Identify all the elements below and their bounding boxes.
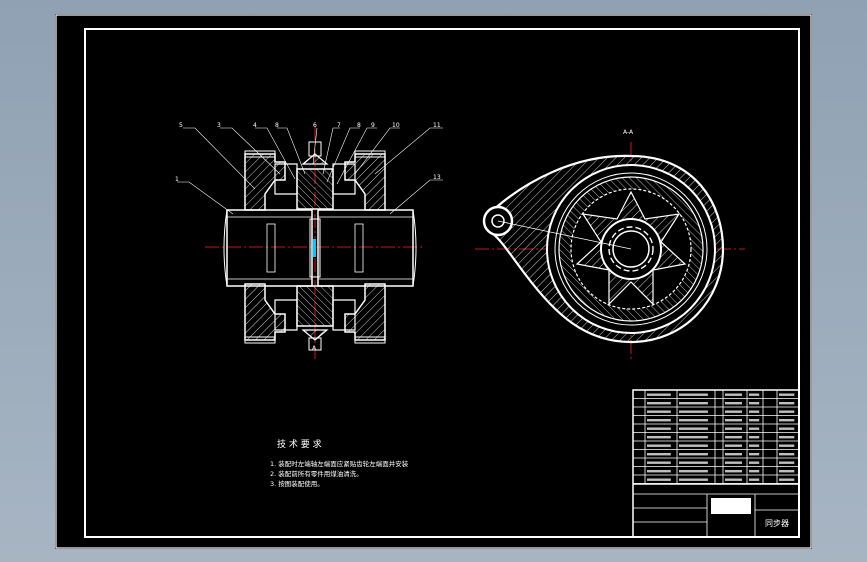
cad-drawing: 5 3 4 8 6 7 8 9 10 11 12 1 13 A A-A	[55, 14, 812, 549]
bom-cell-mark	[779, 419, 795, 422]
part-label: 5	[179, 122, 183, 129]
bom-cell-mark	[779, 478, 795, 481]
bom-cell-mark	[679, 402, 708, 405]
part-label: 1	[175, 176, 179, 183]
outer-frame	[55, 14, 812, 549]
bom-cell-mark	[679, 461, 708, 464]
bom-cell-mark	[779, 470, 795, 473]
part-label: 4	[253, 122, 257, 129]
bom-cell-mark	[725, 419, 742, 422]
bom-cell-mark	[749, 470, 760, 473]
bom-cell-mark	[679, 427, 708, 430]
bom-cell-mark	[647, 470, 671, 473]
bom-cell-mark	[749, 444, 760, 447]
bom-cell-mark	[725, 436, 742, 439]
bom-marks	[647, 393, 795, 481]
bom-cell-mark	[749, 453, 760, 456]
bom-cell-mark	[779, 453, 795, 456]
bom-cell-mark	[647, 461, 671, 464]
part-label: 9	[371, 122, 375, 129]
bom-cell-mark	[679, 470, 708, 473]
bom-cell-mark	[725, 461, 742, 464]
bom-cell-mark	[647, 478, 671, 481]
bom-cell-mark	[679, 393, 708, 396]
bom-cell-mark	[647, 402, 671, 405]
bom-cell-mark	[647, 419, 671, 422]
bom-cell-mark	[647, 453, 671, 456]
bom-cell-mark	[749, 410, 760, 413]
tech-note: 1. 装配时左端轴左端面应紧贴齿轮左端面并安装	[270, 459, 409, 468]
section-view	[177, 126, 443, 359]
tech-title: 技 术 要 求	[277, 438, 322, 450]
cad-viewport[interactable]: 5 3 4 8 6 7 8 9 10 11 12 1 13 A A-A	[55, 14, 812, 549]
bom-cell-mark	[647, 436, 671, 439]
part-label: 11	[433, 122, 441, 129]
bom-cell-mark	[749, 461, 760, 464]
bom-cell-mark	[725, 393, 742, 396]
bom-cell-mark	[779, 427, 795, 430]
part-label: 13	[433, 174, 441, 181]
part-label: 10	[392, 122, 400, 129]
bom-cell-mark	[725, 470, 742, 473]
bom-cell-mark	[749, 436, 760, 439]
technical-requirements: 技 术 要 求 1. 装配时左端轴左端面应紧贴齿轮左端面并安装 2. 装配前所有…	[270, 438, 409, 488]
bom-cell-mark	[647, 410, 671, 413]
bom-cell-mark	[647, 444, 671, 447]
bom-cell-mark	[725, 444, 742, 447]
part-label: 8	[275, 122, 279, 129]
bom-cell-mark	[779, 436, 795, 439]
bom-cell-mark	[749, 402, 760, 405]
bom-cell-mark	[647, 393, 671, 396]
bom-cell-mark	[725, 478, 742, 481]
part-label: 3	[217, 122, 221, 129]
title-block	[632, 389, 800, 538]
aa-view: A-A	[475, 129, 745, 359]
bom-cell-mark	[749, 427, 760, 430]
bom-cell-mark	[679, 419, 708, 422]
bom-cell-mark	[779, 410, 795, 413]
bom-cell-mark	[725, 402, 742, 405]
bom-cell-mark	[749, 393, 760, 396]
bom-cell-mark	[725, 427, 742, 430]
part-number-labels: 5 3 4 8 6 7 8 9 10 11 12 1 13 A	[175, 122, 441, 352]
bom-cell-mark	[679, 453, 708, 456]
part-label: 8	[357, 122, 361, 129]
bom-cell-mark	[679, 478, 708, 481]
bom-cell-mark	[779, 402, 795, 405]
bom-cell-mark	[779, 393, 795, 396]
bom-cell-mark	[679, 436, 708, 439]
bom-cell-mark	[647, 427, 671, 430]
section-label: A-A	[623, 129, 634, 136]
bom-cell-mark	[779, 444, 795, 447]
bom-cell-mark	[679, 410, 708, 413]
bom-cell-mark	[725, 453, 742, 456]
drawing-name: 同步器	[765, 519, 789, 528]
bom-cell-mark	[749, 419, 760, 422]
part-label: 7	[337, 122, 341, 129]
inner-frame	[84, 28, 800, 538]
bom-cell-mark	[679, 444, 708, 447]
bom-cell-mark	[749, 478, 760, 481]
bom-cell-mark	[779, 461, 795, 464]
tech-note: 3. 按图装配使用。	[270, 479, 324, 488]
part-label: 6	[313, 122, 317, 129]
tech-note: 2. 装配前所有零件用煤油清洗。	[270, 469, 363, 478]
center-mark-label: A	[312, 345, 317, 352]
bom-cell-mark	[725, 410, 742, 413]
